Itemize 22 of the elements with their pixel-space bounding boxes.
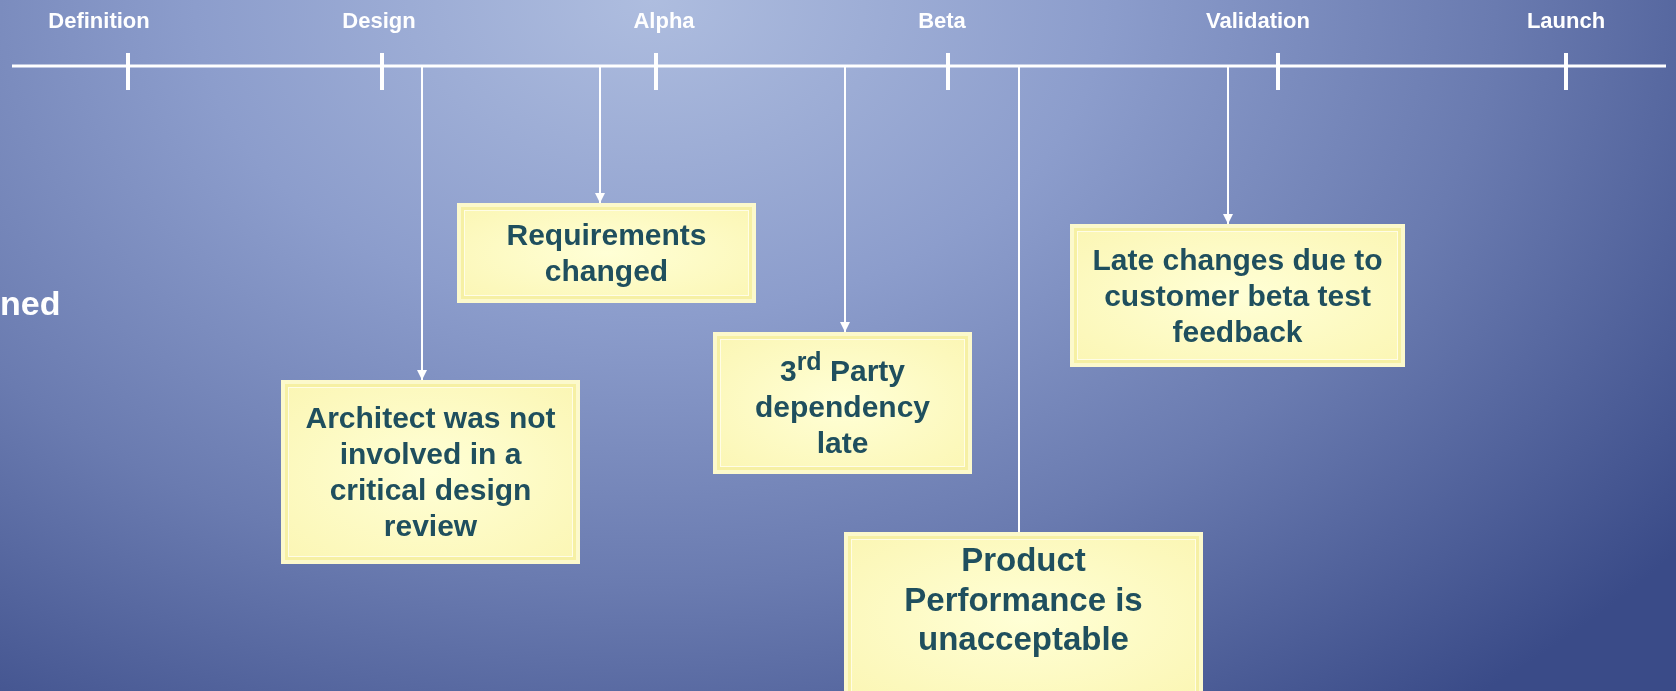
connector-line bbox=[1018, 65, 1020, 533]
milestone-label: Validation bbox=[1206, 8, 1310, 34]
note-text: Architect was not involved in a critical design review bbox=[304, 400, 557, 544]
milestone-label: Design bbox=[342, 8, 416, 34]
note-box bbox=[1070, 224, 1405, 367]
note-box bbox=[713, 332, 972, 474]
arrow bbox=[417, 65, 427, 381]
arrow bbox=[1223, 65, 1233, 225]
milestone-label: Launch bbox=[1526, 8, 1606, 34]
cut-off-text: ned bbox=[0, 284, 61, 323]
arrow bbox=[595, 65, 605, 204]
note-box bbox=[281, 380, 580, 564]
arrow bbox=[840, 65, 850, 333]
note-text: Late changes due to customer beta test feedback bbox=[1091, 241, 1384, 350]
note-text: Product Performance is unacceptable bbox=[903, 540, 1144, 659]
milestone-label: Alpha bbox=[633, 8, 695, 34]
milestone-label: Beta bbox=[918, 8, 966, 34]
note-box bbox=[457, 203, 756, 303]
milestone-label: Definition bbox=[48, 8, 150, 34]
note-text: 3$^{rd}$ Party dependency late bbox=[753, 345, 932, 461]
note-box bbox=[844, 532, 1203, 691]
note-text: Requirements changed bbox=[505, 217, 708, 289]
